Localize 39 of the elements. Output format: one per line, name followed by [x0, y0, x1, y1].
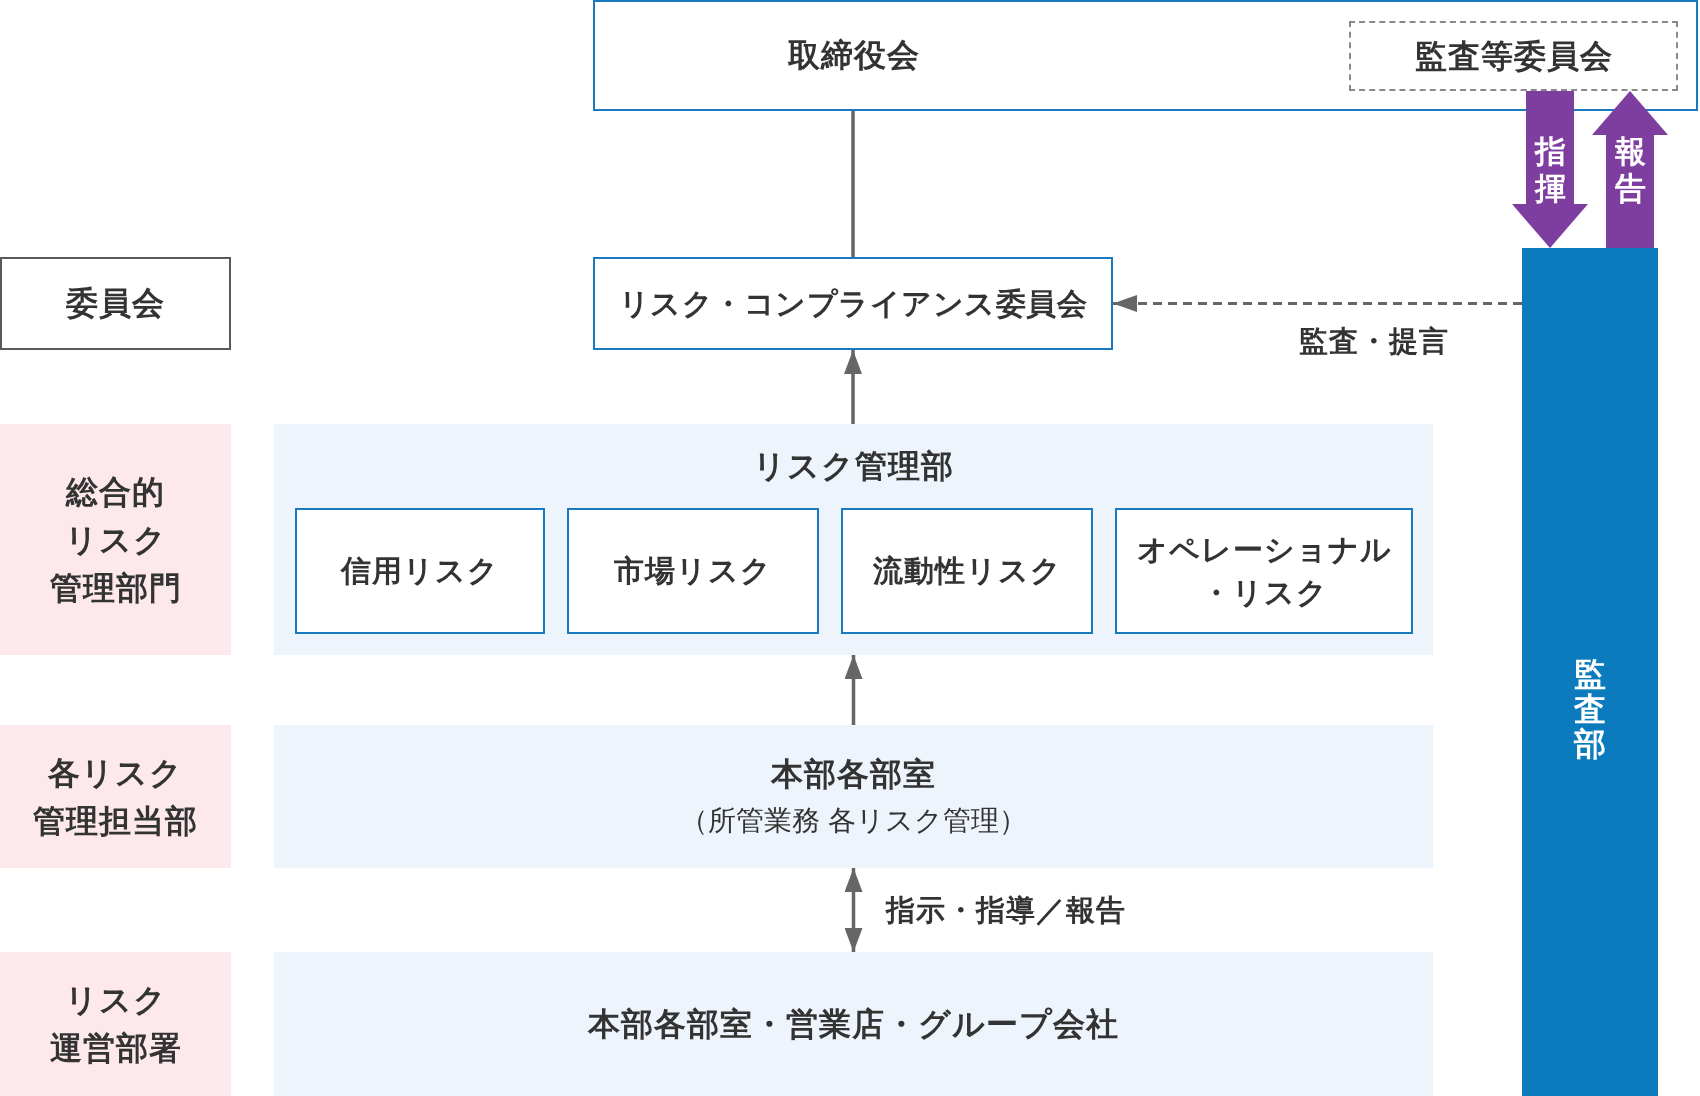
connector-line	[851, 111, 855, 257]
band-title: リスク管理部	[753, 446, 954, 486]
box-label: オペレーショナル・リスク	[1135, 531, 1393, 611]
block-arrow	[1512, 91, 1588, 248]
dashed-box	[1349, 21, 1678, 91]
risk-box	[567, 508, 819, 634]
risk-box	[1115, 508, 1413, 634]
dashed-arrow	[1113, 295, 1522, 312]
panel-label: 各リスク管理担当部	[32, 753, 199, 841]
box-label: 信用リスク	[341, 553, 499, 590]
block-arrow	[1592, 91, 1668, 248]
org-box	[593, 0, 1698, 111]
box-label: 監査等委員会	[1414, 36, 1613, 76]
edge-label: 指示・指導／報告	[883, 892, 1128, 928]
department-band	[274, 424, 1433, 655]
double-arrow	[844, 868, 863, 952]
panel-label: 総合的リスク管理部門	[48, 472, 183, 608]
band-note: （所管業務 各リスク管理）	[680, 804, 1027, 839]
band-title: 本部各部室・営業店・グループ会社	[588, 1004, 1119, 1044]
panel-label: リスク運営部署	[48, 981, 183, 1068]
box-label: 委員会	[66, 284, 165, 324]
risk-box	[295, 508, 545, 634]
bar-label: 監査部	[1574, 657, 1606, 763]
band-title: 本部各部室	[771, 755, 936, 794]
box-label: リスク・コンプライアンス委員会	[618, 285, 1088, 322]
edge-label: 指揮	[1534, 132, 1566, 207]
edge-label: 監査・提言	[1296, 323, 1451, 358]
department-band	[274, 952, 1433, 1096]
box-label: 取締役会	[788, 36, 920, 76]
arrow	[844, 350, 862, 424]
risk-box	[841, 508, 1093, 634]
edge-label: 報告	[1614, 132, 1646, 207]
committee-box	[593, 257, 1113, 350]
department-band	[274, 725, 1433, 868]
committee-box	[0, 257, 231, 350]
audit-bar	[1522, 248, 1658, 1096]
box-label: 流動性リスク	[872, 553, 1062, 590]
box-label: 市場リスク	[614, 553, 772, 590]
arrow	[844, 655, 863, 725]
